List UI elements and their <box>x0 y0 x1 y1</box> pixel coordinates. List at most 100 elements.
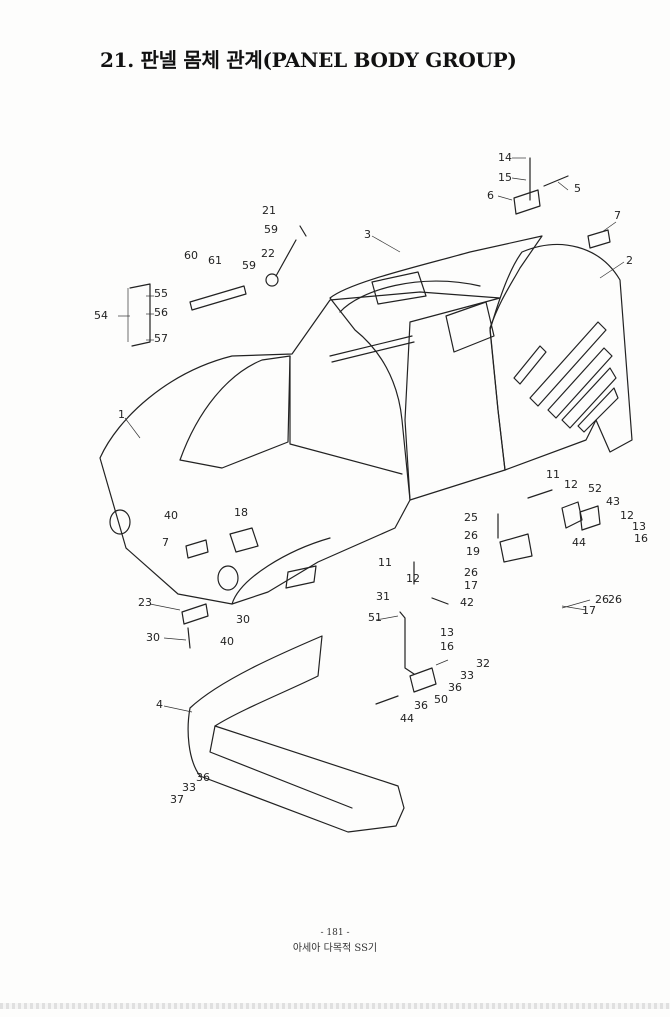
part-callout-5: 5 <box>574 182 581 195</box>
dash-grille-right <box>445 301 495 353</box>
chain-59 <box>275 225 307 277</box>
part-callout-43: 43 <box>606 495 620 508</box>
bracket-43 <box>579 505 601 531</box>
part-callout-16: 16 <box>440 640 454 653</box>
side-louver-1 <box>513 345 547 385</box>
page-number: - 181 - <box>320 928 350 938</box>
headlight-right <box>217 565 239 591</box>
part-callout-26: 26 <box>464 566 478 579</box>
part-callout-17: 17 <box>464 579 478 592</box>
part-callout-23: 23 <box>138 596 152 609</box>
bracket-50 <box>409 667 437 693</box>
part-callout-7: 7 <box>162 536 169 549</box>
part-callout-31: 31 <box>376 590 390 603</box>
part-callout-50: 50 <box>434 693 448 706</box>
side-louver-2 <box>529 321 607 407</box>
hinge-plate-23 <box>181 603 209 625</box>
part-callout-40: 40 <box>220 635 234 648</box>
bolt-11-right <box>527 489 553 499</box>
part-callout-21: 21 <box>262 204 276 217</box>
part-callout-15: 15 <box>498 171 512 184</box>
part-callout-1: 1 <box>118 408 125 421</box>
bracket-7 <box>185 539 209 559</box>
part-callout-61: 61 <box>208 254 222 267</box>
part-callout-13: 13 <box>440 626 454 639</box>
part-callout-36: 36 <box>448 681 462 694</box>
part-callout-55: 55 <box>154 287 168 300</box>
part-callout-4: 4 <box>156 698 163 711</box>
part-callout-26: 26 <box>595 593 609 606</box>
pin-54 <box>129 283 151 347</box>
part-callout-40: 40 <box>164 509 178 522</box>
part-callout-30: 30 <box>236 613 250 626</box>
part-callout-12: 12 <box>406 572 420 585</box>
part-callout-33: 33 <box>460 669 474 682</box>
part-callout-26: 26 <box>464 529 478 542</box>
part-callout-13: 13 <box>632 520 646 533</box>
part-callout-3: 3 <box>364 228 371 241</box>
page-footer: - 181 - 아세아 다목적 SS기 <box>0 928 670 954</box>
part-callout-12: 12 <box>620 509 634 522</box>
part-callout-12: 12 <box>564 478 578 491</box>
bracket-19 <box>499 533 533 563</box>
bumper-frame <box>187 635 405 833</box>
hood-inner-wall <box>289 355 403 475</box>
link-61 <box>189 285 247 311</box>
side-louver-3 <box>547 347 613 419</box>
part-callout-44: 44 <box>572 536 586 549</box>
part-callout-60: 60 <box>184 249 198 262</box>
part-callout-19: 19 <box>466 545 480 558</box>
part-callout-17: 17 <box>582 604 596 617</box>
part-callout-42: 42 <box>460 596 474 609</box>
part-callout-25: 25 <box>464 511 478 524</box>
part-drawings <box>99 157 633 833</box>
bolt-44 <box>375 695 399 705</box>
hood-top-panel <box>179 355 291 469</box>
dash-rod <box>329 335 415 363</box>
leader-lines <box>118 157 625 713</box>
hood-badge <box>285 565 317 589</box>
hood-side-line <box>231 537 331 605</box>
bolt-30 <box>187 627 191 649</box>
bracket-18 <box>229 527 259 553</box>
side-louver-4 <box>561 367 617 429</box>
bolt-5 <box>543 175 569 187</box>
part-callout-36: 36 <box>414 699 428 712</box>
part-callout-36: 36 <box>196 771 210 784</box>
dash-arch <box>339 280 481 313</box>
part-callout-57: 57 <box>154 332 168 345</box>
pin-42 <box>431 597 449 605</box>
part-callout-30: 30 <box>146 631 160 644</box>
part-callout-59: 59 <box>264 223 278 236</box>
dash-grille-left <box>371 271 427 305</box>
part-callout-7: 7 <box>614 209 621 222</box>
part-callout-44: 44 <box>400 712 414 725</box>
part-callout-2: 2 <box>626 254 633 267</box>
part-callout-6: 6 <box>487 189 494 202</box>
part-callout-33: 33 <box>182 781 196 794</box>
ring-22 <box>265 273 279 287</box>
part-callout-59: 59 <box>242 259 256 272</box>
latch-rod <box>399 611 415 675</box>
part-callout-11: 11 <box>378 556 392 569</box>
part-callout-54: 54 <box>94 309 108 322</box>
part-callout-32: 32 <box>476 657 490 670</box>
part-callout-26: 26 <box>608 593 622 606</box>
part-callout-51: 51 <box>368 611 382 624</box>
headlight-left <box>109 509 131 535</box>
part-callout-52: 52 <box>588 482 602 495</box>
side-panel <box>489 243 633 471</box>
bracket-52 <box>561 501 583 529</box>
scan-artifact <box>0 1003 670 1009</box>
part-callout-14: 14 <box>498 151 512 164</box>
page-title: 21. 판넬 몸체 관계(PANEL BODY GROUP) <box>100 48 517 72</box>
side-louver-5 <box>577 387 619 433</box>
publisher-line: 아세아 다목적 SS기 <box>292 943 378 954</box>
part-callout-22: 22 <box>261 247 275 260</box>
hood-outline <box>99 291 501 605</box>
part-callout-16: 16 <box>634 532 648 545</box>
bumper-edge <box>209 725 353 809</box>
plate-7-top <box>587 229 611 249</box>
